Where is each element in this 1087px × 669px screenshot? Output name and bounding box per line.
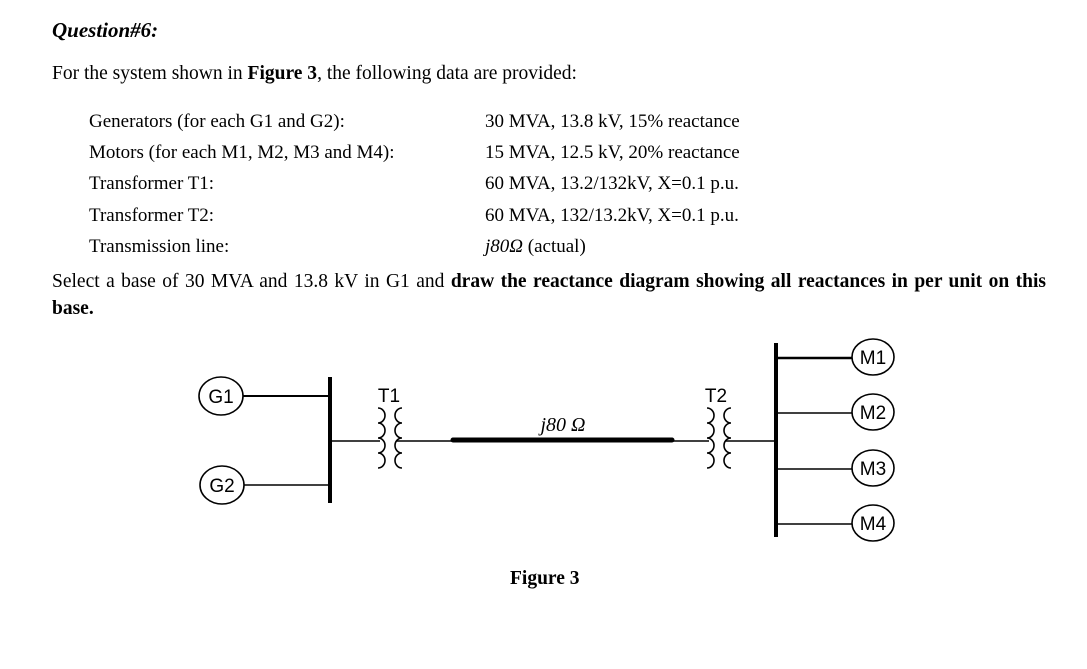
motor-m1-circle: [851, 338, 895, 376]
data-row-motors: Motors (for each M1, M2, M3 and M4): 15 …: [89, 137, 740, 168]
motor-m4-label: M4: [860, 514, 887, 535]
transformer-t2-primary-coil: [706, 407, 715, 469]
data-row-transformer-t1: Transformer T1: 60 MVA, 13.2/132kV, X=0.…: [89, 168, 740, 199]
intro-prefix: For the system shown in: [52, 63, 248, 84]
data-label: Motors (for each M1, M2, M3 and M4):: [89, 142, 395, 164]
system-data-table: Generators (for each G1 and G2): 30 MVA,…: [89, 106, 740, 262]
transmission-line: j80 Ω: [450, 414, 675, 443]
figure-caption: Figure 3: [510, 568, 580, 589]
intro-figure-ref: Figure 3: [247, 63, 318, 84]
data-value: 30 MVA, 13.8 kV, 15% reactance: [485, 111, 740, 132]
data-label: Transformer T2:: [89, 204, 215, 226]
data-row-transformer-t2: Transformer T2: 60 MVA, 132/13.2kV, X=0.…: [89, 200, 740, 231]
transformer-t1-label: T1: [378, 386, 400, 407]
intro-suffix: , the following data are provided:: [317, 63, 577, 84]
data-value: 60 MVA, 132/13.2kV, X=0.1 p.u.: [485, 204, 739, 226]
motor-m1: M1: [851, 338, 895, 376]
data-label: Transmission line:: [89, 235, 230, 257]
motor-m4-circle: [851, 504, 895, 542]
generator-g2: G2: [199, 465, 245, 505]
data-value: 15 MVA, 12.5 kV, 20% reactance: [485, 142, 740, 164]
transformer-t2: T2: [705, 386, 732, 469]
line-impedance-note: (actual): [523, 235, 586, 257]
question-title: Question#6:: [52, 18, 159, 42]
data-value: 60 MVA, 13.2/132kV, X=0.1 p.u.: [485, 173, 739, 195]
data-value: j80Ω (actual): [485, 231, 586, 262]
transformer-t1-primary-coil: [377, 407, 386, 469]
motor-m3-label: M3: [860, 459, 886, 480]
motor-m1-label: M1: [860, 348, 886, 369]
generator-g2-label: G2: [209, 476, 234, 497]
motor-m2-circle: [851, 393, 895, 431]
transformer-t1: T1: [377, 386, 403, 469]
transmission-line-label: j80 Ω: [537, 414, 585, 436]
motor-m2-label: M2: [860, 403, 886, 424]
data-row-transmission-line: Transmission line: j80Ω (actual): [89, 231, 740, 262]
task-instruction: Select a base of 30 MVA and 13.8 kV in G…: [52, 268, 1046, 322]
motor-m4: M4: [851, 504, 895, 542]
task-plain: Select a base of 30 MVA and 13.8 kV in G…: [52, 271, 451, 292]
transformer-t2-label: T2: [705, 386, 727, 407]
generator-g1: G1: [198, 376, 244, 416]
data-row-generators: Generators (for each G1 and G2): 30 MVA,…: [89, 106, 740, 137]
motor-m3-circle: [851, 449, 895, 487]
data-label: Generators (for each G1 and G2):: [89, 111, 345, 132]
motor-m3: M3: [851, 449, 895, 487]
intro-text: For the system shown in Figure 3, the fo…: [52, 63, 577, 85]
transformer-t2-secondary-coil: [723, 407, 732, 469]
transformer-t1-secondary-coil: [394, 407, 403, 469]
data-label: Transformer T1:: [89, 173, 215, 195]
task-bold: draw the reactance diagram showing all r…: [52, 271, 1046, 319]
line-impedance: j80Ω: [485, 235, 524, 257]
generator-g1-label: G1: [208, 387, 233, 408]
motor-m2: M2: [851, 393, 895, 431]
